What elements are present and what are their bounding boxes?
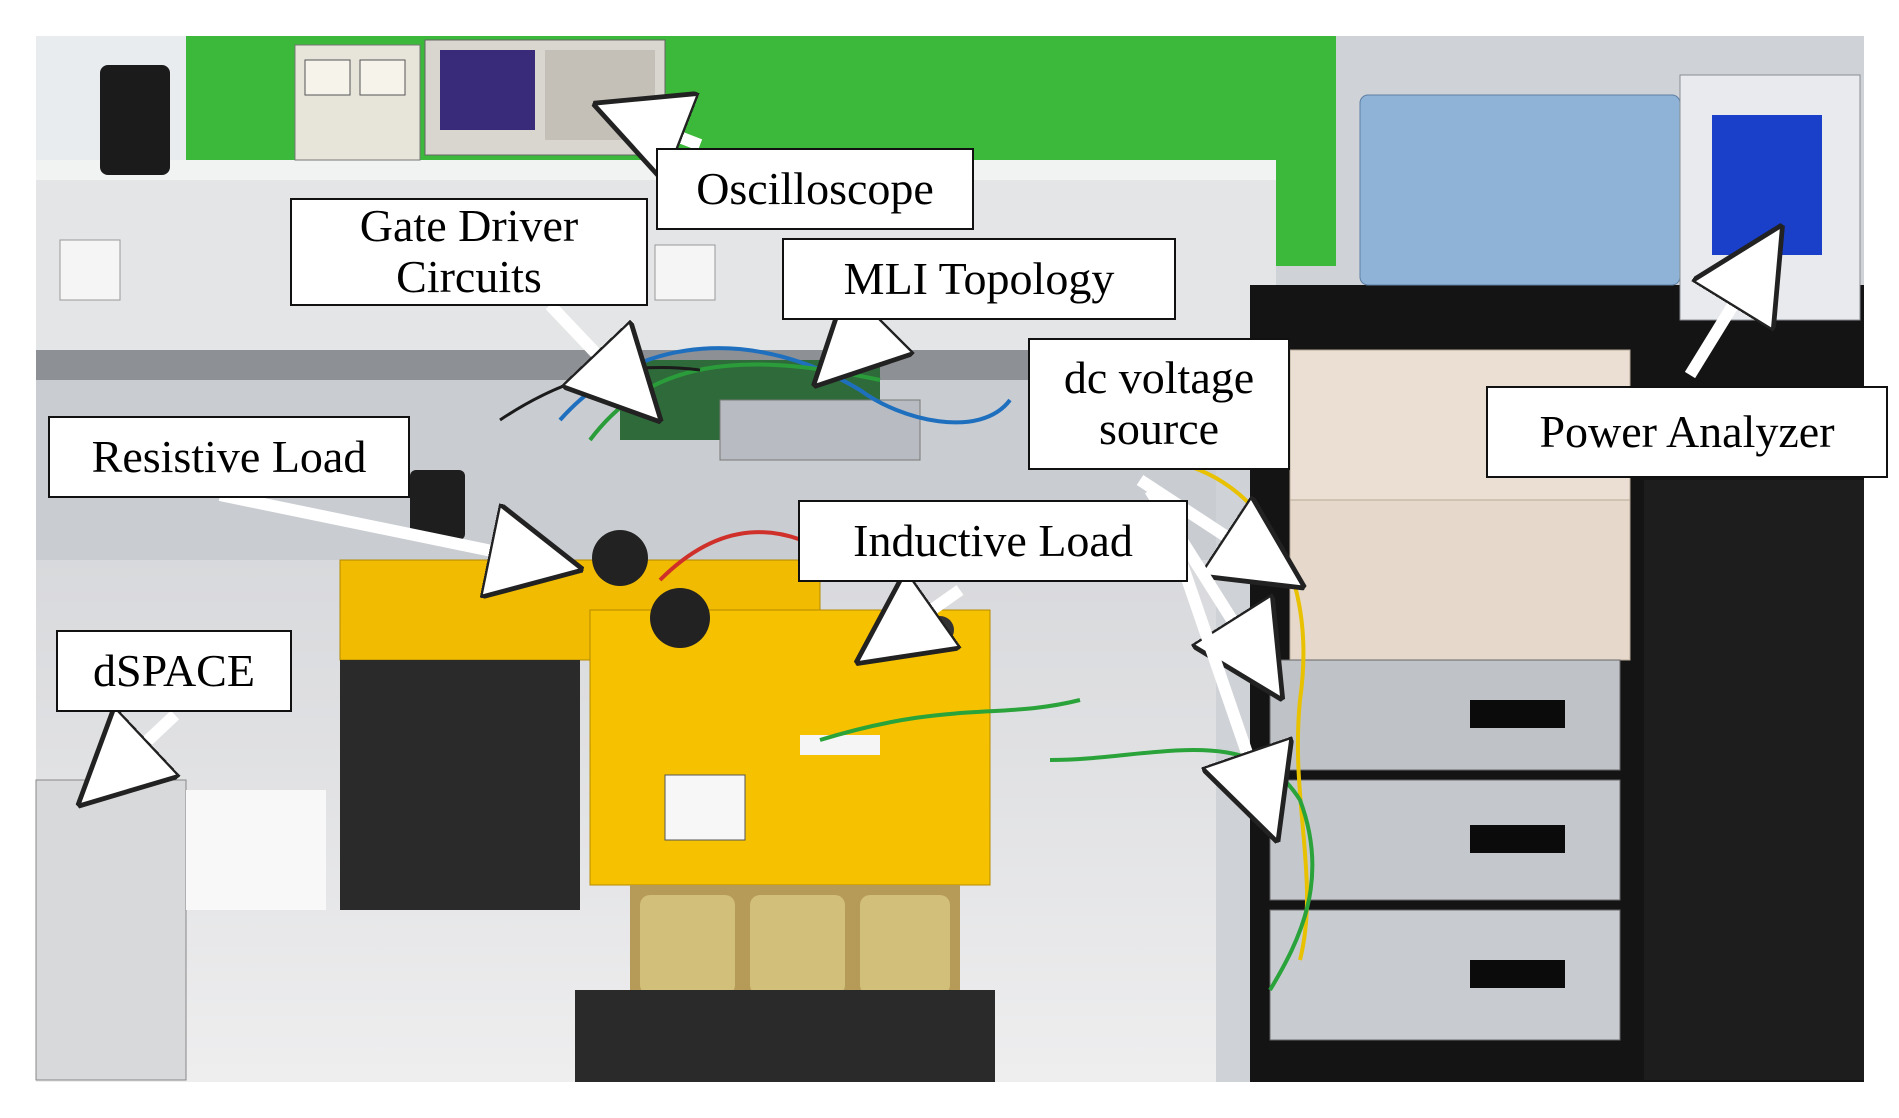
arrow-dspace [95,715,175,790]
label-mli-topology: MLI Topology [782,238,1176,320]
label-oscilloscope-text: Oscilloscope [696,162,934,214]
label-dc-voltage-line2: source [1098,403,1220,454]
label-mli-topology-text: MLI Topology [843,252,1115,304]
arrow-dc-source-1 [1136,474,1285,575]
load-cabinet-grill [340,660,580,910]
inductive-load-handwheel [650,588,710,648]
arrow-gate-driver [545,300,645,405]
label-oscilloscope: Oscilloscope [656,148,974,230]
resistive-load-handwheel [592,530,648,586]
arrow-inductive-load [875,590,964,650]
label-inductive-load: Inductive Load [798,500,1188,582]
source-panel-lower [1289,499,1631,661]
arrow-mli-topology [830,325,875,370]
foam-block [186,790,326,910]
power-analyzer-screen [1712,115,1822,255]
dspace-box [35,779,187,1081]
arrow-resistive-load [218,489,560,565]
dc-source-unit-3 [1269,909,1621,1041]
power-analyzer-device [1359,94,1681,286]
label-gate-driver-line1: Gate Driver [359,200,579,252]
label-power-analyzer-text: Power Analyzer [1539,405,1835,457]
label-dc-voltage-line1: dc voltage [1063,352,1255,404]
oscilloscope-screen [440,50,535,130]
label-resistive-load: Resistive Load [48,416,410,498]
label-resistive-load-text: Resistive Load [91,430,367,482]
label-power-analyzer: Power Analyzer [1486,386,1888,478]
label-inductive-load-text: Inductive Load [853,514,1133,566]
heatsink [719,399,921,461]
arrow-power-analyzer [1684,245,1770,379]
label-dspace: dSPACE [56,630,292,712]
dc-source-unit-1 [1269,659,1621,771]
label-gate-driver-line2: Circuits [396,251,542,302]
transformer-base [575,990,995,1082]
fuse-holder [664,774,746,841]
dc-source-unit-2 [1269,779,1621,901]
label-dc-voltage-source: dc voltage source [1028,338,1290,470]
clamp-meter [410,470,465,540]
label-gate-driver-circuits: Gate Driver Circuits [290,198,648,306]
label-dspace-text: dSPACE [93,644,255,696]
inductive-load-box [589,609,991,886]
capacitor [100,65,170,175]
arrow-oscilloscope [615,112,703,145]
